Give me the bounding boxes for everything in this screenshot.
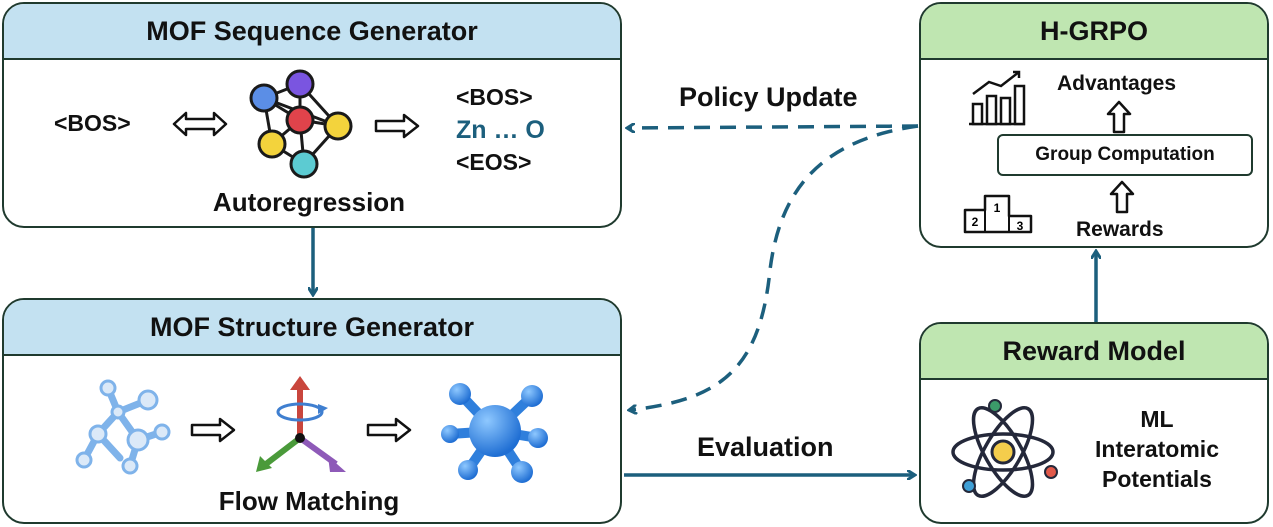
rotation-axes-icon	[256, 376, 346, 472]
up-arrow-icon	[1109, 180, 1135, 214]
up-arrow-icon	[1106, 100, 1132, 134]
output-token-eos: <EOS>	[456, 149, 532, 175]
sequence-generator-panel: MOF Sequence Generator <BOS> <BOS> Zn … …	[2, 2, 622, 228]
evaluation-label: Evaluation	[697, 432, 834, 462]
right-arrow-icon	[366, 417, 412, 443]
hgrpo-panel: H-GRPO Advantages Group Computation 2 1 …	[919, 2, 1269, 248]
group-computation-label: Group Computation	[1035, 144, 1215, 165]
podium-icon: 2 1 3	[963, 194, 1033, 234]
right-arrow-icon	[374, 113, 420, 139]
policy-update-structure-arrow	[630, 124, 919, 410]
double-arrow-icon	[172, 111, 228, 137]
mof-structure-icon	[441, 383, 548, 483]
sequence-generator-title: MOF Sequence Generator	[146, 15, 478, 46]
bar-chart-icon	[969, 70, 1026, 126]
podium-label-1: 1	[994, 201, 1001, 215]
sequence-generator-header: MOF Sequence Generator	[4, 4, 620, 60]
group-computation-box: Group Computation	[997, 134, 1253, 176]
rewards-label: Rewards	[1076, 218, 1164, 241]
podium-label-3: 3	[1017, 219, 1024, 233]
hgrpo-title: H-GRPO	[1040, 15, 1148, 46]
policy-update-arrow	[628, 126, 919, 128]
reward-model-header: Reward Model	[921, 324, 1267, 380]
reward-model-line-3: Potentials	[1102, 466, 1212, 492]
structure-generator-panel: MOF Structure Generator	[2, 298, 622, 524]
atom-icon	[951, 399, 1058, 498]
policy-update-label: Policy Update	[679, 82, 858, 112]
hgrpo-header: H-GRPO	[921, 4, 1267, 60]
molecule-graph-icon	[75, 379, 171, 475]
output-token-sequence: Zn … O	[456, 116, 545, 144]
reward-model-panel: Reward Model ML Interatomic Potentials	[919, 322, 1269, 524]
autoregression-caption: Autoregression	[212, 187, 406, 217]
reward-model-line-2: Interatomic	[1095, 436, 1219, 462]
structure-generator-header: MOF Structure Generator	[4, 300, 620, 356]
right-arrow-icon	[190, 417, 236, 443]
bos-input-token: <BOS>	[54, 110, 131, 136]
reward-model-line-1: ML	[1140, 406, 1174, 432]
reward-model-title: Reward Model	[1002, 335, 1186, 366]
flow-matching-caption: Flow Matching	[218, 486, 400, 516]
output-token-bos: <BOS>	[456, 84, 533, 110]
podium-label-2: 2	[972, 215, 979, 229]
structure-generator-title: MOF Structure Generator	[149, 311, 475, 342]
advantages-label: Advantages	[1057, 72, 1177, 95]
neural-network-icon	[249, 69, 353, 179]
